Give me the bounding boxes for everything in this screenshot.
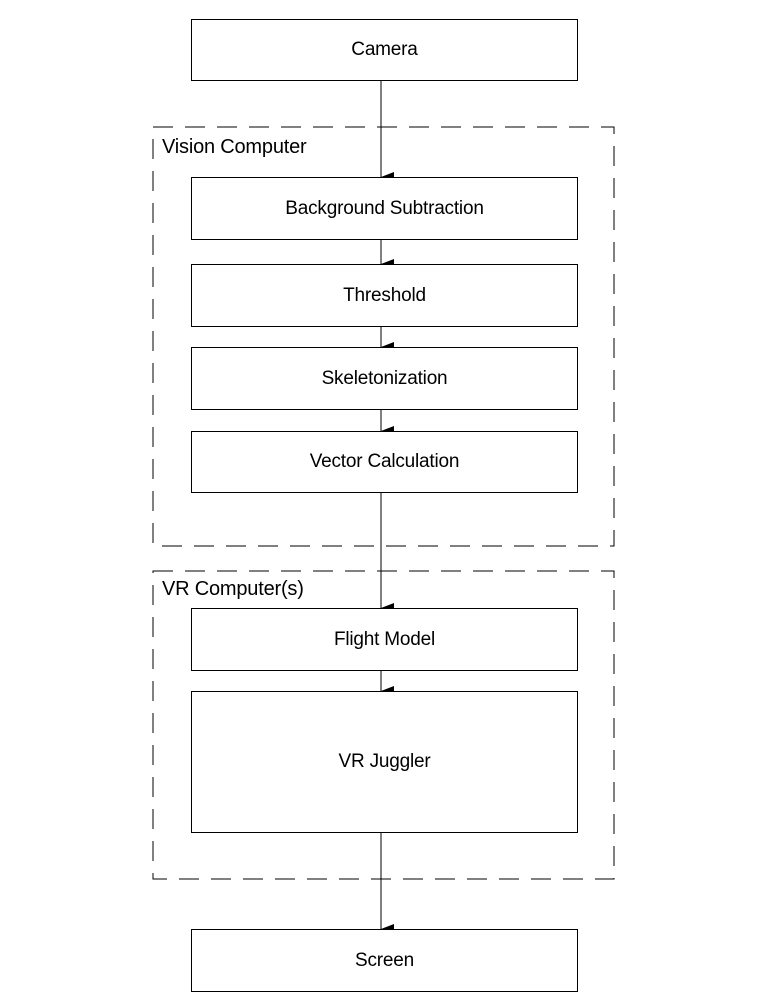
flight-model-node: Flight Model [191, 608, 578, 671]
background-subtraction-node: Background Subtraction [191, 177, 578, 240]
vector-calculation-node: Vector Calculation [191, 431, 578, 493]
vr-computers-label: VR Computer(s) [162, 578, 304, 600]
vision-computer-group [152, 126, 615, 547]
threshold-node: Threshold [191, 264, 578, 327]
camera-node: Camera [191, 19, 578, 81]
vision-computer-label: Vision Computer [162, 136, 307, 158]
vr-juggler-node: VR Juggler [191, 691, 578, 833]
vr-computers-group [152, 570, 615, 880]
screen-node: Screen [191, 929, 578, 992]
skeletonization-node: Skeletonization [191, 347, 578, 410]
